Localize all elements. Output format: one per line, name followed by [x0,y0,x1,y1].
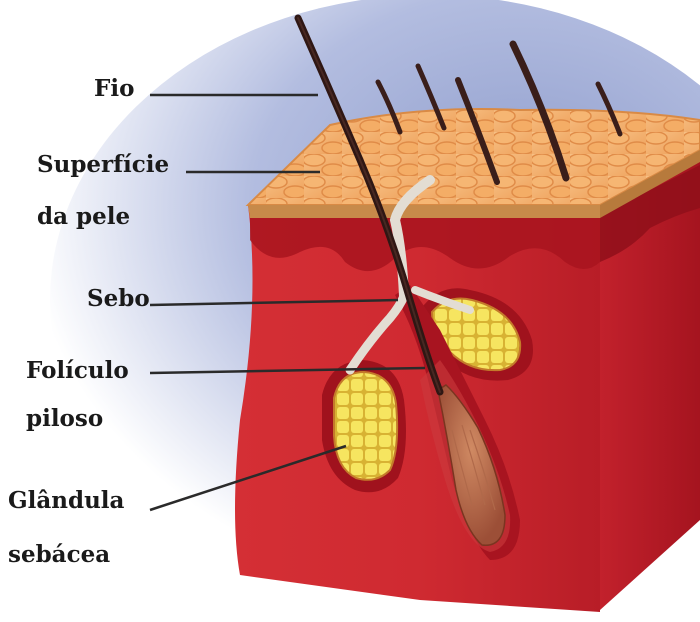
label-gland-line2: sebácea [8,540,110,570]
label-follicle-line2: piloso [26,404,103,434]
label-follicle-line1: Folículo [26,356,129,386]
label-skin-surface-line1: Superfície [37,150,169,180]
label-sebum: Sebo [87,284,150,314]
label-skin-surface-line2: da pele [37,202,130,232]
label-hair: Fio [94,74,134,104]
label-gland-line1: Glândula [8,486,124,516]
